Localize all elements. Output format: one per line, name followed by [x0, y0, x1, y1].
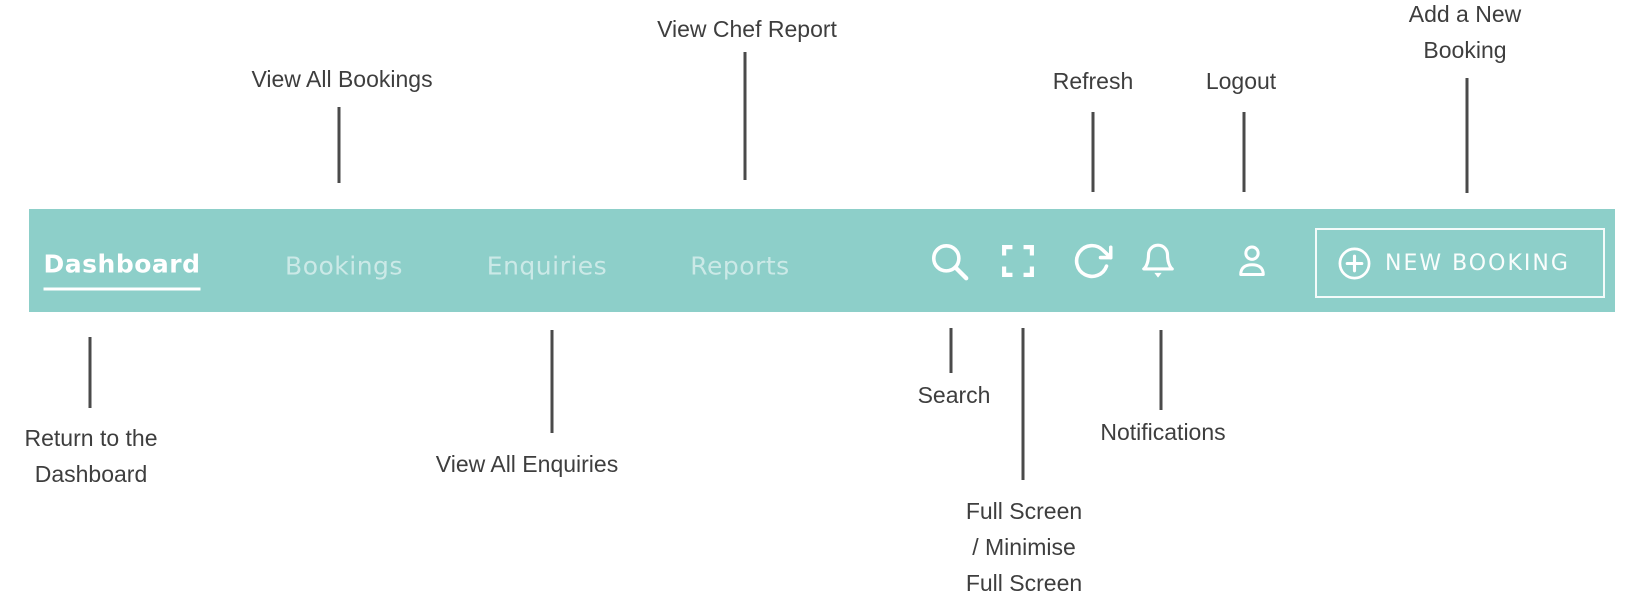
annotation-text: Notifications	[1100, 419, 1226, 445]
refresh-button[interactable]	[1072, 241, 1113, 282]
plus-circle-icon	[1338, 247, 1371, 279]
annotation-text: Add a New	[1408, 1, 1522, 27]
annotation-return-dashboard: Return to the Dashboard	[25, 420, 158, 492]
tab-bookings[interactable]: Bookings	[285, 251, 403, 281]
annotation-text: Logout	[1205, 68, 1277, 94]
annotation-line-notifications	[1159, 330, 1163, 410]
refresh-icon	[1074, 243, 1113, 279]
annotation-line-chef-report	[743, 52, 747, 180]
fullscreen-button[interactable]	[1000, 243, 1037, 280]
annotation-text: View All Bookings	[251, 66, 433, 92]
search-button[interactable]	[928, 240, 971, 283]
annotation-line-add-booking	[1465, 78, 1469, 193]
annotation-text: Return to the	[24, 425, 158, 451]
tab-reports[interactable]: Reports	[690, 251, 790, 281]
annotation-text: Dashboard	[34, 461, 148, 487]
annotation-view-chef-report: View Chef Report	[657, 11, 837, 47]
new-booking-label: NEW BOOKING	[1385, 250, 1570, 276]
annotation-notifications: Notifications	[1100, 414, 1225, 450]
annotation-text: View Chef Report	[657, 16, 837, 42]
annotation-text: Full Screen	[965, 570, 1083, 596]
annotation-refresh: Refresh	[1053, 63, 1134, 99]
main-navbar: Dashboard Bookings Enquiries Reports	[29, 209, 1615, 312]
annotation-text: Refresh	[1052, 68, 1134, 94]
user-icon	[1239, 245, 1265, 276]
annotation-line-refresh	[1091, 112, 1095, 192]
annotation-add-new-booking: Add a New Booking	[1409, 0, 1522, 68]
tab-enquiries[interactable]: Enquiries	[486, 251, 608, 281]
annotation-line-fullscreen	[1021, 328, 1025, 480]
fullscreen-icon	[1002, 245, 1034, 277]
annotation-line-logout	[1242, 112, 1246, 192]
annotation-text: Search	[917, 382, 991, 408]
tab-dashboard[interactable]: Dashboard	[43, 250, 201, 291]
annotation-fullscreen: Full Screen / Minimise Full Screen	[966, 493, 1082, 601]
user-button[interactable]	[1234, 240, 1270, 282]
annotation-line-search	[949, 328, 953, 373]
new-booking-button[interactable]: NEW BOOKING	[1315, 228, 1605, 298]
annotation-text: View All Enquiries	[435, 451, 619, 477]
notifications-button[interactable]	[1139, 240, 1177, 282]
annotation-text: Full Screen	[965, 498, 1083, 524]
annotation-view-all-bookings: View All Bookings	[251, 61, 432, 97]
annotation-search: Search	[918, 377, 991, 413]
annotation-line-enquiries	[550, 330, 554, 433]
annotation-line-bookings	[337, 107, 341, 183]
notifications-icon	[1142, 243, 1174, 278]
annotation-text: Booking	[1423, 37, 1507, 63]
annotation-logout: Logout	[1206, 63, 1276, 99]
annotation-text: / Minimise	[972, 534, 1076, 560]
annotation-line-dashboard	[88, 337, 92, 408]
search-icon	[931, 243, 969, 281]
annotation-view-all-enquiries: View All Enquiries	[436, 446, 618, 482]
